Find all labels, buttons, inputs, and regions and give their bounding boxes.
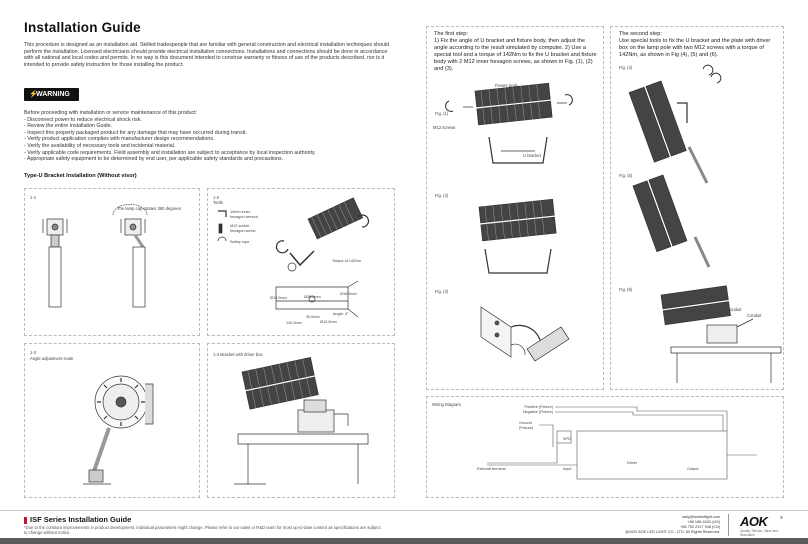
u-bracket-label: U bracket xyxy=(523,153,541,158)
bracket-tools-illustration xyxy=(217,197,370,318)
output-label: Output xyxy=(687,467,699,471)
contact-line: sally@aokledlight.com xyxy=(682,515,720,519)
bracket-section-heading: Type-U Bracket Installation (Without vis… xyxy=(24,173,137,179)
warning-line: - Appropriate safety equipment to be det… xyxy=(24,156,284,163)
warning-line: - Verify product application complies wi… xyxy=(24,136,215,143)
spd-label: SPD xyxy=(563,437,571,441)
external-terminal-label: External terminal xyxy=(477,467,506,471)
registered-mark: ® xyxy=(780,515,783,520)
dimension-label: Ø13.0mm xyxy=(270,296,287,300)
step-one-panel: The first step: 1) Fix the angle of U br… xyxy=(426,26,604,390)
panel-number: 1-1 xyxy=(30,195,37,200)
wiring-schematic xyxy=(487,406,757,480)
negative-label: Negative (Fixture) xyxy=(522,410,553,414)
tools-heading: Tools xyxy=(213,200,223,205)
step-heading: The second step: xyxy=(619,31,662,37)
bottom-strip xyxy=(0,538,808,544)
warning-line: - Verify applicable code requirements. F… xyxy=(24,149,316,156)
panel-1-3: 1-3 Angle adjustment scale xyxy=(24,343,200,498)
warning-list: Before proceeding with installation or s… xyxy=(24,110,392,163)
contact-block: sally@aokledlight.com +86 186-4002-(US) … xyxy=(624,515,720,535)
angle-scale-illustration xyxy=(83,375,154,485)
ground-label: Ground (Fixture) xyxy=(519,421,534,430)
step-two-illustrations xyxy=(628,64,782,383)
figure-label: Fig. (6) xyxy=(619,287,633,292)
wiring-diagram-panel: Wiring Diagram Positive (Fixture) Negati… xyxy=(426,396,784,498)
tool-safety-rope: Safety rope xyxy=(230,240,250,244)
contact-line: +86 186-4002-(US) xyxy=(687,520,720,524)
figure-label: Fig. (2) xyxy=(435,193,449,198)
contact-line: +86 752 2317 948 (CN) xyxy=(680,525,720,529)
figure-label: Fig. (1) xyxy=(435,111,449,116)
warning-badge: ⚡ WARNING xyxy=(24,88,79,101)
rotating-lamp-cap-illustration xyxy=(42,204,148,308)
torque-label: Torque of 142Nm xyxy=(332,259,362,263)
dimension-label: Angle: 4° xyxy=(333,312,349,316)
positive-label: Positive (Fixture) xyxy=(524,405,553,409)
step-body: 1) Fix the angle of U bracket and fixtur… xyxy=(434,38,597,72)
intro-paragraph: This procedure is designed as an install… xyxy=(24,42,390,68)
m12-screws-label: M12 screws xyxy=(433,125,456,130)
contact-line: @2022 AOK LED LIGHT CO., LTD. All Rights… xyxy=(625,530,720,534)
dimension-label: 130.0mm xyxy=(286,321,302,325)
warning-label: WARNING xyxy=(36,91,70,98)
panel-number: 1-3 xyxy=(30,350,37,355)
lightning-icon: ⚡ xyxy=(29,91,38,98)
footer: ISF Series Installation Guide *Due to th… xyxy=(0,510,808,544)
driver-box-bracket-illustration xyxy=(234,357,369,485)
warning-line: - Inspect this properly packaged product… xyxy=(24,129,247,136)
red-accent-mark xyxy=(24,517,27,524)
panel-1-2: 1-2 Tools 10mm inner hexagon wrench M12 … xyxy=(207,188,395,336)
panel-caption: Angle adjustment scale xyxy=(30,356,74,361)
fixture-body-label: Fixture body xyxy=(495,83,519,88)
driver-label: Driver xyxy=(627,461,638,465)
step-two-panel: The second step: Use special tools to fi… xyxy=(610,26,784,390)
panel-1-1: 1-1 The lamp cap rotates 360 degrees xyxy=(24,188,200,336)
warning-line: - Verify the availability of necessary t… xyxy=(24,142,176,149)
figure-label: Fig. (3) xyxy=(435,289,449,294)
figure-label: Fig. (5) xyxy=(619,173,633,178)
step-one-illustrations xyxy=(445,82,573,362)
page-title: Installation Guide xyxy=(24,20,141,35)
tool-hex-wrench: 10mm inner hexagon wrench xyxy=(230,210,258,219)
series-title: ISF Series Installation Guide xyxy=(30,515,132,524)
dimension-label: 30.0mm xyxy=(306,315,320,319)
logo-divider xyxy=(728,514,729,536)
aok-logo: AOK ® Quality, Service, Value and Innova… xyxy=(728,514,790,537)
disclaimer: *Due to the constant improvements in pro… xyxy=(24,525,381,536)
warning-line: - Review the entire Installation Guide. xyxy=(24,123,113,130)
step-body: Use special tools to fix the U bracket a… xyxy=(619,38,771,58)
conduit-label: Conduit xyxy=(747,313,762,318)
panel-number: 1-2 xyxy=(213,195,220,200)
panel-caption: The lamp cap rotates 360 degrees xyxy=(117,206,181,211)
warning-line: - Disconnect power to reduce electrical … xyxy=(24,116,142,123)
warning-line: Before proceeding with installation or s… xyxy=(24,110,198,116)
step-heading: The first step: xyxy=(434,31,468,37)
dimension-label: Ø20.5mm xyxy=(304,295,321,299)
tool-socket-screw: M12 socket hexagon screw xyxy=(230,224,256,233)
brand-name: AOK xyxy=(740,514,768,529)
input-label: Input xyxy=(563,467,572,471)
conduit-label: Conduit xyxy=(727,307,742,312)
dimension-label: Ø13.0mm xyxy=(320,320,337,324)
wiring-title: Wiring Diagram xyxy=(432,402,461,407)
brand-tagline: Quality, Service, Value and Innovation xyxy=(740,529,778,537)
panel-caption: 1-4 Bracket with driver box xyxy=(213,352,263,357)
figure-label: Fig. (4) xyxy=(619,65,633,70)
panel-1-4: 1-4 Bracket with driver box xyxy=(207,343,395,498)
